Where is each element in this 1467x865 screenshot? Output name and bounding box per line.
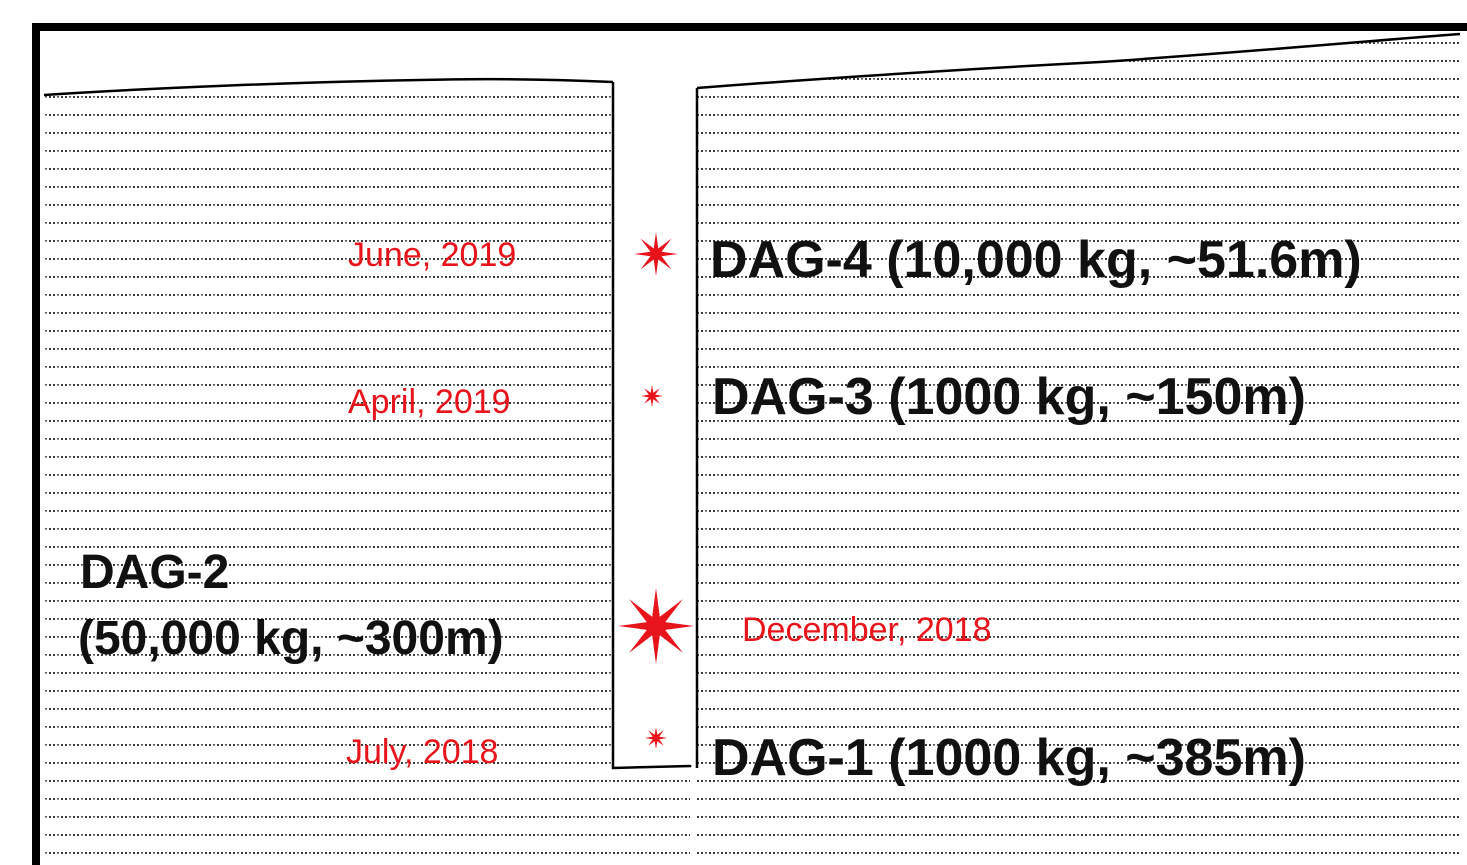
dag-4-date: June, 2019 bbox=[348, 236, 516, 274]
borehole-shaft bbox=[611, 82, 699, 770]
left-surface-line bbox=[43, 77, 614, 97]
starburst-icon bbox=[634, 232, 678, 276]
starburst-icon bbox=[618, 588, 694, 664]
dag-2-label-line1: DAG-2 bbox=[80, 546, 229, 599]
outer-frame bbox=[32, 23, 1467, 865]
starburst-icon bbox=[641, 385, 663, 407]
dag-3-label: DAG-3 (1000 kg, ~150m) bbox=[712, 368, 1306, 426]
right-rock-block bbox=[696, 32, 1461, 865]
dag-2-date: December, 2018 bbox=[742, 611, 992, 649]
dag-1-date: July, 2018 bbox=[346, 733, 498, 771]
dag-4-label: DAG-4 (10,000 kg, ~51.6m) bbox=[710, 231, 1362, 289]
dag-1-label: DAG-1 (1000 kg, ~385m) bbox=[712, 729, 1306, 787]
starburst-icon bbox=[645, 727, 667, 749]
right-surface-line bbox=[696, 32, 1461, 90]
left-rock-block bbox=[43, 77, 690, 865]
dag-2-label-line2: (50,000 kg, ~300m) bbox=[78, 612, 504, 665]
dag-3-date: April, 2019 bbox=[348, 383, 511, 421]
